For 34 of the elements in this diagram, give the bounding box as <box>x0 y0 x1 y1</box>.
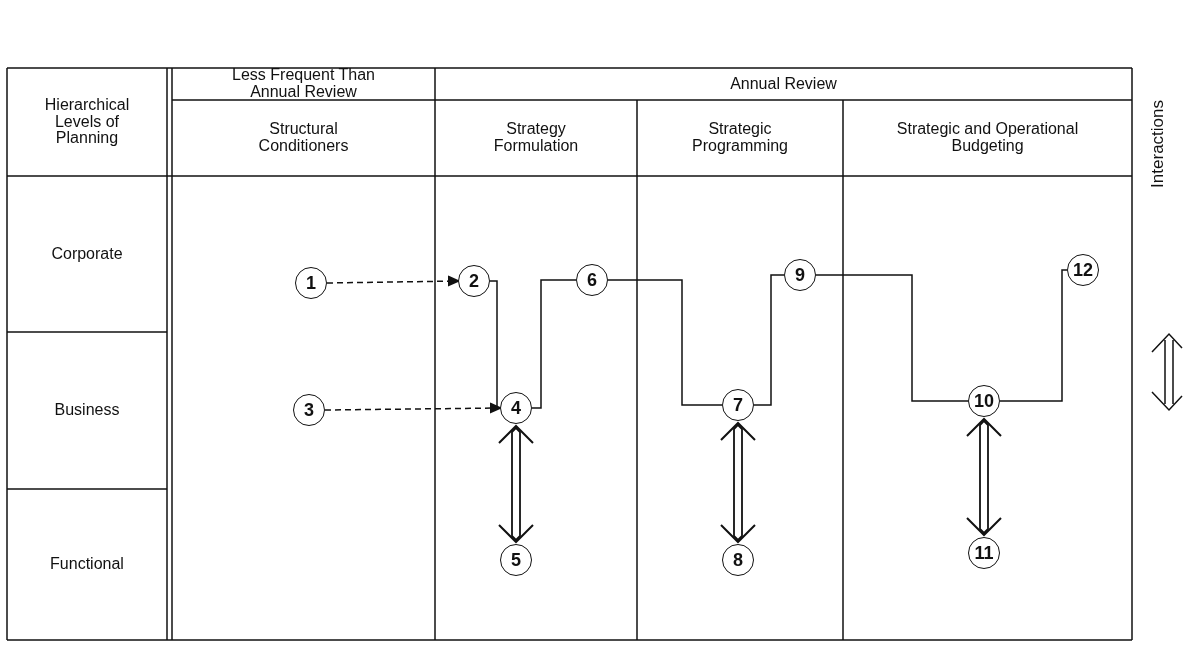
double-arrow <box>720 422 756 543</box>
connector-line <box>607 279 723 406</box>
numbered-circle: 6 <box>576 264 608 296</box>
column-header: Strategic and Operational Budgeting <box>895 121 1080 155</box>
numbered-circle: 11 <box>968 537 1000 569</box>
numbered-circle: 4 <box>500 392 532 424</box>
numbered-circle: 5 <box>500 544 532 576</box>
numbered-circle: 10 <box>968 385 1000 417</box>
row-header: Functional <box>50 556 124 573</box>
connector-line <box>753 274 785 406</box>
connector-line <box>531 279 577 409</box>
column-header: Strategic Programming <box>691 121 789 155</box>
legend-text: Interactions <box>1148 100 1168 188</box>
double-arrow <box>498 425 534 543</box>
double-arrow <box>966 418 1002 536</box>
row-header: Hierarchical Levels of Planning <box>43 96 131 148</box>
arrow <box>326 276 459 286</box>
column-header: Less Frequent Than Annual Review <box>231 67 376 101</box>
numbered-circle: 9 <box>784 259 816 291</box>
connector-line <box>489 280 501 409</box>
row-header: Corporate <box>51 245 123 263</box>
column-header: Structural Conditioners <box>257 121 350 155</box>
connector-line <box>999 269 1068 402</box>
numbered-circle: 12 <box>1067 254 1099 286</box>
column-header: Strategy Formulation <box>492 121 580 155</box>
numbered-circle: 3 <box>293 394 325 426</box>
connector-line <box>815 274 969 402</box>
numbered-circle: 2 <box>458 265 490 297</box>
numbered-circle: 8 <box>722 544 754 576</box>
row-header: Business <box>54 402 120 419</box>
numbered-circle: 7 <box>722 389 754 421</box>
column-header: Annual Review <box>730 75 837 93</box>
numbered-circle: 1 <box>295 267 327 299</box>
arrow <box>324 403 501 413</box>
